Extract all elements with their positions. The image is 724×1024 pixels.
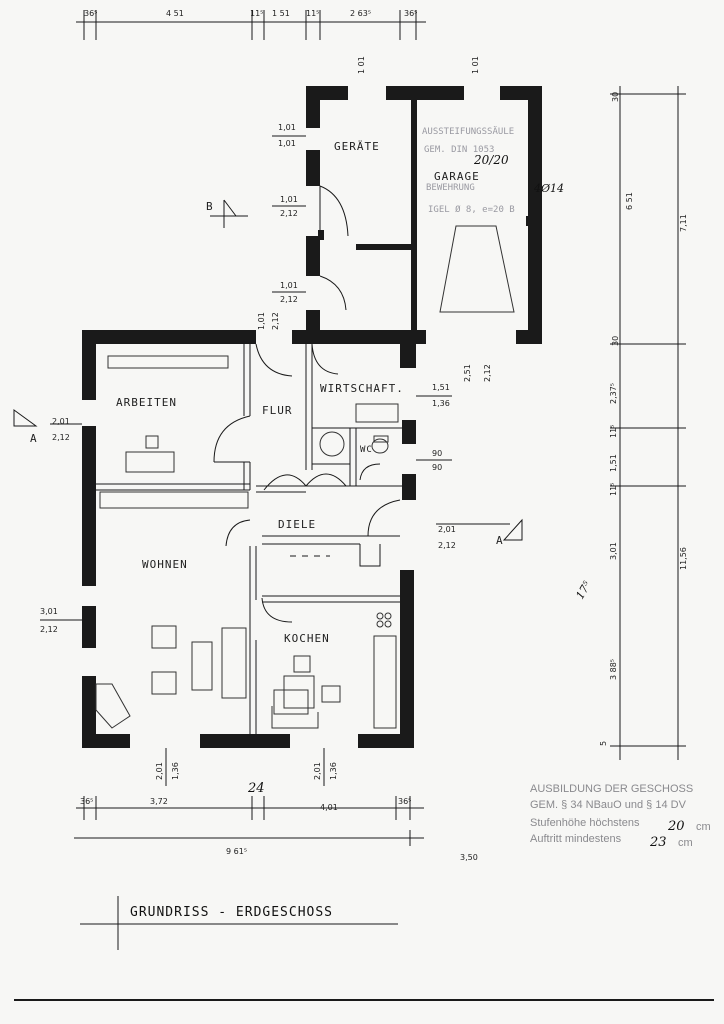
dim-garage-side-b: 2,12 (483, 364, 492, 382)
interior-walls (96, 344, 402, 734)
bottom-dim-7: 3,50 (460, 853, 478, 862)
top-dim-7: 36⁵ (404, 9, 417, 18)
dim-top-left-garage: 1 01 (357, 56, 366, 74)
stamp-line-1: AUSSTEIFUNGSSÄULE (422, 126, 514, 137)
exterior-walls (82, 86, 542, 748)
room-label-flur: FLUR (262, 404, 293, 417)
top-dim-2: 4 51 (166, 9, 184, 18)
dim-geraete-lower-b: 2,12 (280, 295, 298, 304)
dim-geraete-door-b: 2,12 (280, 209, 298, 218)
top-dim-4: 1 51 (272, 9, 290, 18)
note-line-4-prefix: Auftritt mindestens (530, 833, 622, 845)
dim-bottom-d: 1,36 (329, 762, 338, 780)
right-dim-2: 6 51 (625, 192, 634, 210)
right-dim-12: 11,56 (679, 547, 688, 570)
section-marker-a-right: A (496, 518, 523, 547)
right-dim-6: 11⁵ (609, 425, 618, 438)
section-a-left-label: A (30, 432, 38, 445)
bottom-dim-6: 9 61⁵ (226, 847, 247, 856)
note-line-4-value: 23 (649, 835, 667, 850)
drawing-title: GRUNDRISS - ERDGESCHOSS (80, 896, 398, 950)
dim-geraete-lower-a: 1,01 (280, 281, 298, 290)
right-dimensions: 30 6 51 7,11 30 2,37⁵ 11⁵ 1,51 11⁵ 3,01 … (573, 92, 688, 746)
section-b-label: B (206, 200, 214, 213)
stamp-line-2: GEM. DIN 1053 (424, 145, 494, 155)
dim-flur-door-a: 1,01 (257, 312, 266, 330)
dim-wirtschaft-b: 1,36 (432, 399, 450, 408)
dim-diele-b: 2,12 (438, 541, 456, 550)
dim-bottom-c: 2,01 (313, 762, 322, 780)
right-dim-3: 7,11 (679, 214, 688, 232)
page-title: GRUNDRISS - ERDGESCHOSS (130, 905, 333, 920)
top-dim-6: 2 63⁵ (350, 9, 371, 18)
bottom-dim-2: 3,72 (150, 797, 168, 806)
doors (213, 185, 401, 623)
room-label-wohnen: WOHNEN (142, 558, 188, 571)
top-dim-1: 36⁵ (84, 9, 97, 18)
dim-wc-b: 90 (432, 463, 442, 472)
bottom-dim-4: 4,01 (320, 803, 338, 812)
stair-note: AUSBILDUNG DER GESCHOSS GEM. § 34 NBauO … (530, 783, 711, 850)
furniture (95, 216, 532, 729)
dim-wohnen-a: 3,01 (40, 607, 58, 616)
section-marker-b: B (206, 199, 248, 228)
note-line-3-value: 20 (667, 819, 685, 834)
right-dim-10: 17⁵ (573, 579, 594, 602)
dim-diele-a: 2,01 (438, 525, 456, 534)
bottom-dim-5: 36⁵ (398, 797, 411, 806)
right-dim-11: 3 88⁵ (609, 659, 618, 680)
room-label-diele: DIELE (278, 518, 316, 531)
dim-top-right-garage: 1 01 (471, 56, 480, 74)
room-labels: GERÄTE GARAGE ARBEITEN FLUR WIRTSCHAFT. … (116, 140, 480, 645)
room-label-wc: WC (360, 445, 373, 455)
bottom-dim-3: 24 (247, 781, 265, 796)
room-label-kochen: KOCHEN (284, 632, 330, 645)
room-label-garage: GARAGE (434, 170, 480, 183)
note-line-3-unit: cm (696, 821, 711, 833)
note-line-4-unit: cm (678, 837, 693, 849)
right-dim-1: 30 (611, 92, 620, 102)
dim-wirtschaft-a: 1,51 (432, 383, 450, 392)
note-line-1: AUSBILDUNG DER GESCHOSS (530, 783, 693, 795)
dim-geraete-window-a: 1,01 (278, 123, 296, 132)
top-dim-5: 11⁵ (306, 9, 319, 18)
room-label-geraete: GERÄTE (334, 140, 380, 153)
note-line-3-prefix: Stufenhöhe höchstens (530, 817, 640, 829)
right-dim-4: 30 (611, 336, 620, 346)
room-label-arbeiten: ARBEITEN (116, 396, 177, 409)
right-dim-5: 2,37⁵ (609, 383, 618, 404)
dim-bottom-b: 1,36 (171, 762, 180, 780)
stamp-line-3: BEWEHRUNG (426, 183, 475, 193)
dim-geraete-window-b: 1,01 (278, 139, 296, 148)
dim-wc-a: 90 (432, 449, 442, 458)
right-dim-13: 5 (599, 741, 608, 746)
section-a-right-label: A (496, 534, 504, 547)
dim-arbeiten-a: 2,01 (52, 417, 70, 426)
bottom-dimensions: 36⁵ 3,72 24 4,01 36⁵ 9 61⁵ 3,50 (80, 781, 478, 862)
bottom-dim-1: 36⁵ (80, 797, 93, 806)
top-dim-3: 11⁵ (250, 9, 263, 18)
reinforcement-stamp: AUSSTEIFUNGSSÄULE GEM. DIN 1053 BEWEHRUN… (422, 126, 564, 215)
right-dim-8: 11⁵ (609, 483, 618, 496)
dim-bottom-a: 2,01 (155, 762, 164, 780)
note-line-2: GEM. § 34 NBauO und § 14 DV (530, 799, 687, 811)
stamp-hand-a: 20/20 (473, 153, 509, 167)
stamp-line-4: IGEL Ø 8, e=20 B (428, 204, 515, 215)
dim-flur-door-b: 2,12 (271, 312, 280, 330)
dimension-lines (40, 10, 686, 846)
right-dim-7: 1,51 (609, 454, 618, 472)
top-dimensions: 36⁵ 4 51 11⁵ 1 51 11⁵ 2 63⁵ 36⁵ (84, 9, 417, 18)
section-marker-a-left: A (13, 409, 38, 445)
dim-geraete-door-a: 1,01 (280, 195, 298, 204)
dim-wohnen-b: 2,12 (40, 625, 58, 634)
right-dim-9: 3,01 (609, 542, 618, 560)
dim-garage-side-a: 2,51 (463, 364, 472, 382)
stamp-hand-b: 4Ø14 (533, 182, 564, 195)
room-label-wirtschaft: WIRTSCHAFT. (320, 382, 404, 395)
dim-arbeiten-b: 2,12 (52, 433, 70, 442)
opening-dimensions: 1 01 1 01 1,01 1,01 1,01 2,12 1,01 2,12 … (40, 56, 492, 786)
